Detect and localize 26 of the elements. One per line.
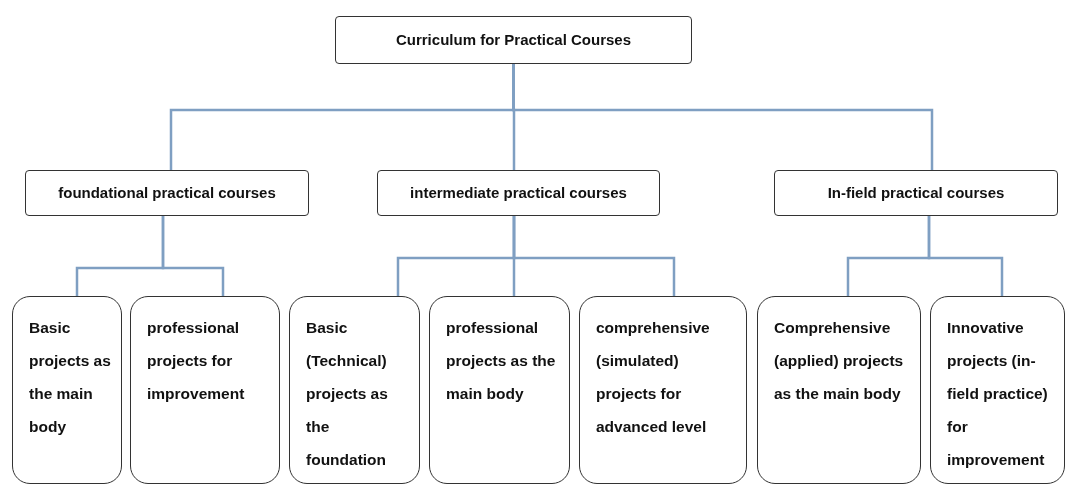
project-box [289,296,420,484]
box-label: professional projects for improvement [147,318,246,404]
box-label: Comprehensive (applied) projects as the main body [774,318,905,404]
project-box [930,296,1065,484]
project-box [579,296,747,484]
category-box [335,16,692,64]
box-label: In-field practical courses [827,184,1005,202]
box-label: intermediate practical courses [410,184,627,202]
category-box [25,170,309,216]
box-label: foundational practical courses [58,184,276,202]
connector-line [512,64,934,170]
project-box [429,296,570,484]
box-label: Curriculum for Practical Courses [395,31,632,49]
connector-line [927,216,1004,296]
project-box [130,296,280,484]
connector-line [512,216,676,296]
box-label: Innovative projects (in-field practice) for improvement [947,318,1049,470]
box-label: Basic projects as the main body [29,318,111,437]
project-box [12,296,122,484]
connector-line [161,216,225,296]
box-label: professional projects as the main body [446,318,557,404]
category-box [774,170,1058,216]
box-label: Basic (Technical) projects as the foundation [306,318,389,470]
category-box [377,170,660,216]
box-label: comprehensive (simulated) projects for advanced level [596,318,711,437]
project-box [757,296,921,484]
